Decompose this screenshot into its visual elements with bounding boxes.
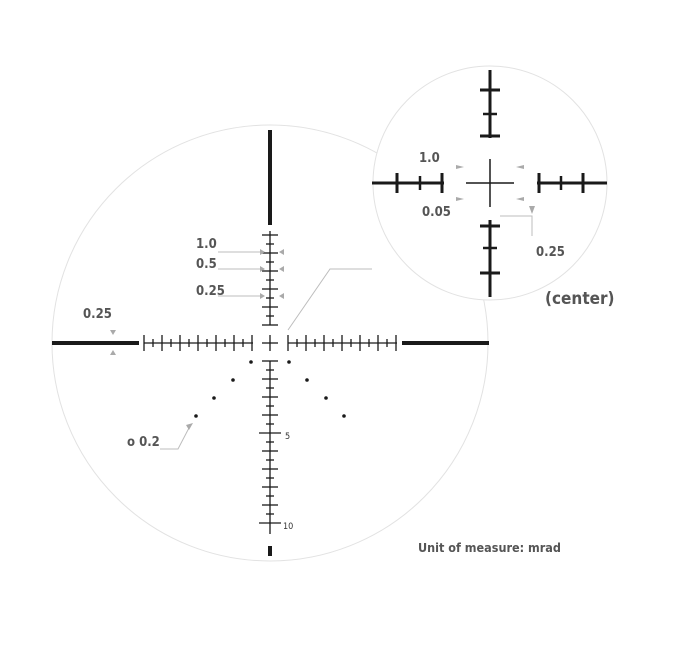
dot xyxy=(231,378,235,382)
right-hash-marks xyxy=(287,335,397,351)
upper-hash-marks xyxy=(262,234,278,326)
arrow xyxy=(260,249,265,255)
inset-label-1-0: 1.0 xyxy=(419,151,440,166)
label-1-0: 1.0 xyxy=(196,237,217,252)
left-hash-marks xyxy=(143,335,253,351)
dot xyxy=(287,360,291,364)
thick-posts xyxy=(52,130,489,556)
label-0-25: 0.25 xyxy=(196,284,225,299)
label-left-0-25: 0.25 xyxy=(83,307,112,322)
lower-hash-marks xyxy=(259,360,281,524)
fine-crosshair xyxy=(144,231,397,534)
arrow xyxy=(279,249,284,255)
arrow xyxy=(260,266,265,272)
arrow xyxy=(260,293,265,299)
scale-label-10: 10 xyxy=(283,522,293,532)
dot xyxy=(324,396,328,400)
holdover-dots xyxy=(194,360,346,418)
arrow xyxy=(529,206,535,214)
unit-of-measure: Unit of measure: mrad xyxy=(418,540,561,555)
dot xyxy=(342,414,346,418)
inset-leader-0-25 xyxy=(500,215,533,236)
arrow xyxy=(279,266,284,272)
dot xyxy=(194,414,198,418)
arrow xyxy=(516,165,524,169)
arrow xyxy=(186,423,193,430)
top-post xyxy=(268,130,272,225)
inset-label-0-05: 0.05 xyxy=(422,205,451,220)
inset-reticle xyxy=(372,70,607,297)
arrow xyxy=(110,350,116,355)
inset-arrowheads xyxy=(456,165,535,214)
inset-label-0-25: 0.25 xyxy=(536,245,565,260)
arrow xyxy=(110,330,116,335)
dot xyxy=(305,378,309,382)
leader-0-2 xyxy=(160,425,191,450)
label-dot-0-2: o 0.2 xyxy=(127,435,160,450)
dot xyxy=(249,360,253,364)
label-0-5: 0.5 xyxy=(196,257,217,272)
arrow xyxy=(456,165,464,169)
inset-callouts xyxy=(500,215,533,236)
arrow xyxy=(516,197,524,201)
leader-to-inset xyxy=(287,268,372,331)
center-inset: 1.0 0.05 0.25 xyxy=(372,65,608,301)
center-caption: (center) xyxy=(545,289,615,309)
scale-label-5: 5 xyxy=(285,432,290,442)
arrow xyxy=(456,197,464,201)
main-arrowheads xyxy=(110,249,284,430)
bottom-post-stub xyxy=(268,546,272,556)
main-callouts xyxy=(160,251,372,450)
arrow xyxy=(279,293,284,299)
right-post xyxy=(402,341,489,345)
dot xyxy=(212,396,216,400)
left-post xyxy=(52,341,139,345)
